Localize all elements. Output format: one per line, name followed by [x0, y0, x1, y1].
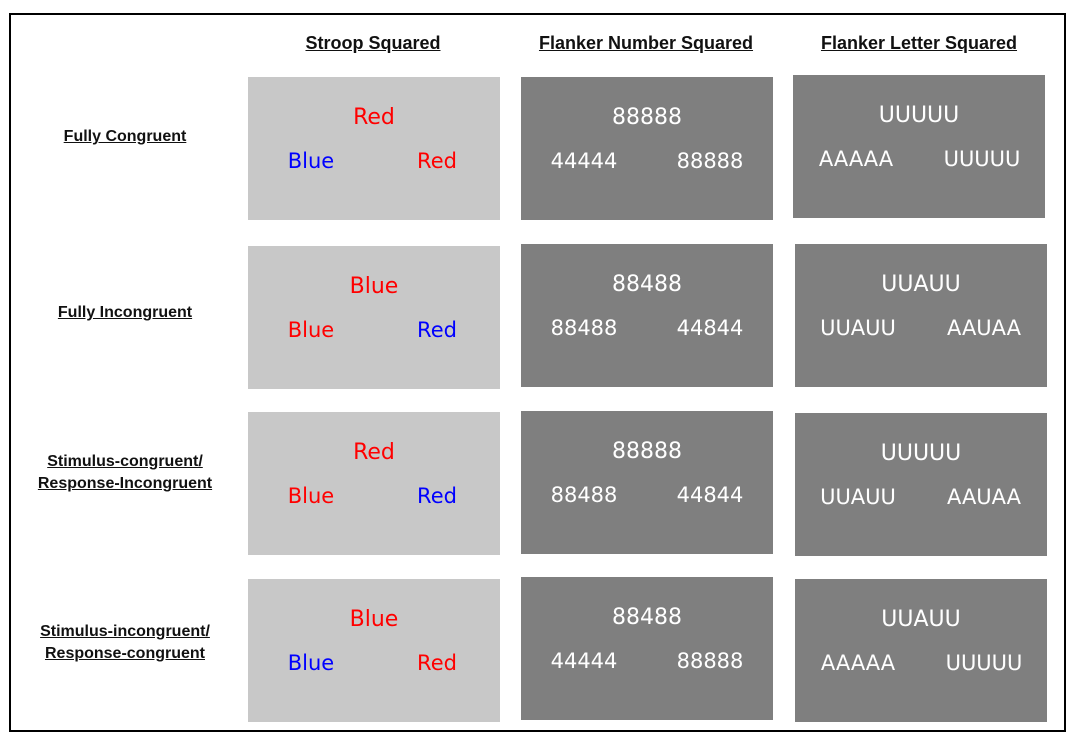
- letter-top-string: UUAUU: [881, 272, 961, 297]
- row-label-stimulus-congruent: Stimulus-congruent/ Response-Incongruent: [20, 451, 230, 495]
- flanker-letter-panel: UUUUU UUAUU AAUAA: [795, 413, 1047, 556]
- number-top-string: 88488: [612, 605, 682, 630]
- letter-top-string: UUAUU: [881, 607, 961, 632]
- letter-left-string: UUAUU: [820, 485, 896, 509]
- flanker-letter-panel: UUUUU AAAAA UUUUU: [793, 75, 1045, 218]
- flanker-number-panel: 88888 44444 88888: [521, 77, 773, 220]
- number-left-string: 88488: [550, 483, 618, 507]
- stroop-panel: Blue Blue Red: [248, 246, 500, 389]
- row-label-line: Response-congruent: [44, 645, 205, 662]
- stroop-panel: Red Blue Red: [248, 412, 500, 555]
- letter-left-string: UUAUU: [820, 316, 896, 340]
- letter-top-string: UUUUU: [880, 441, 962, 466]
- stroop-left-word: Blue: [287, 318, 335, 342]
- number-right-string: 44844: [676, 316, 744, 340]
- row-label-line: Fully Incongruent: [57, 304, 193, 321]
- letter-top-string: UUUUU: [878, 103, 960, 128]
- stroop-top-word: Red: [353, 105, 395, 130]
- letter-left-string: AAAAA: [820, 651, 896, 675]
- number-top-string: 88488: [612, 272, 682, 297]
- stroop-panel: Blue Blue Red: [248, 579, 500, 722]
- row-label-line: Stimulus-congruent/: [47, 453, 203, 470]
- stroop-top-word: Blue: [349, 607, 399, 632]
- stroop-right-word: Red: [417, 149, 457, 173]
- row-label-fully-incongruent: Fully Incongruent: [20, 302, 230, 324]
- letter-right-string: AAUAA: [946, 316, 1022, 340]
- letter-right-string: AAUAA: [946, 485, 1022, 509]
- row-label-line: Stimulus-incongruent/: [40, 623, 210, 640]
- number-left-string: 44444: [550, 649, 618, 673]
- number-top-string: 88888: [612, 439, 682, 464]
- stroop-left-word: Blue: [287, 149, 335, 173]
- number-right-string: 88888: [676, 149, 744, 173]
- flanker-number-panel: 88888 88488 44844: [521, 411, 773, 554]
- number-left-string: 88488: [550, 316, 618, 340]
- stroop-top-word: Blue: [349, 274, 399, 299]
- number-right-string: 44844: [676, 483, 744, 507]
- stroop-panel: Red Blue Red: [248, 77, 500, 220]
- number-left-string: 44444: [550, 149, 618, 173]
- column-header-stroop: Stroop Squared: [305, 33, 441, 53]
- letter-right-string: UUUUU: [943, 147, 1021, 171]
- stroop-left-word: Blue: [287, 484, 335, 508]
- stroop-right-word: Red: [417, 484, 457, 508]
- flanker-letter-panel: UUAUU AAAAA UUUUU: [795, 579, 1047, 722]
- row-label-stimulus-incongruent: Stimulus-incongruent/ Response-congruent: [20, 621, 230, 665]
- number-right-string: 88888: [676, 649, 744, 673]
- column-header-flanker-number: Flanker Number Squared: [538, 33, 754, 53]
- flanker-number-panel: 88488 88488 44844: [521, 244, 773, 387]
- stroop-top-word: Red: [353, 440, 395, 465]
- column-header-flanker-letter: Flanker Letter Squared: [820, 33, 1018, 53]
- flanker-letter-panel: UUAUU UUAUU AAUAA: [795, 244, 1047, 387]
- stroop-left-word: Blue: [287, 651, 335, 675]
- row-label-line: Response-Incongruent: [37, 475, 213, 492]
- row-label-line: Fully Congruent: [63, 128, 187, 145]
- flanker-number-panel: 88488 44444 88888: [521, 577, 773, 720]
- letter-right-string: UUUUU: [945, 651, 1023, 675]
- stroop-right-word: Red: [417, 651, 457, 675]
- row-label-fully-congruent: Fully Congruent: [20, 126, 230, 148]
- stroop-right-word: Red: [417, 318, 457, 342]
- letter-left-string: AAAAA: [818, 147, 894, 171]
- number-top-string: 88888: [612, 105, 682, 130]
